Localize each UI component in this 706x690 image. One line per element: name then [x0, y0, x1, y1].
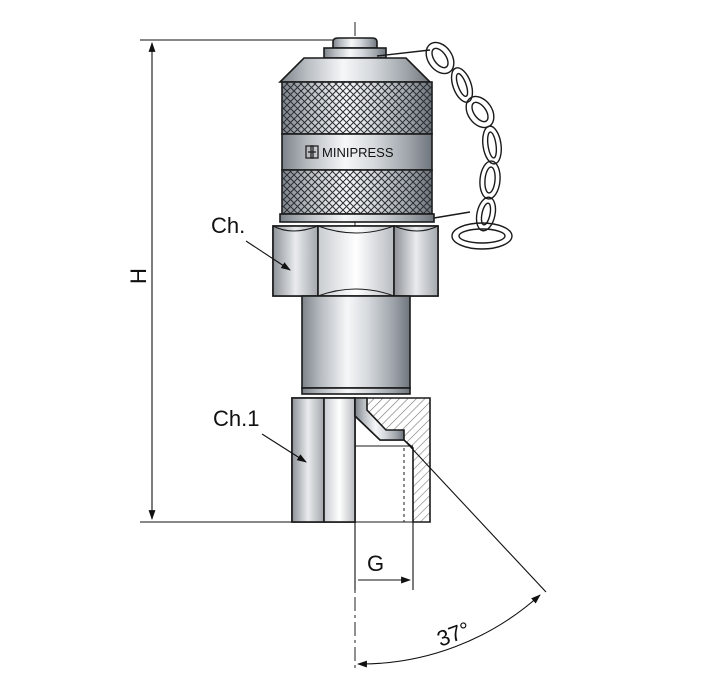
hex-face-right	[393, 225, 439, 297]
knurled-band-lower	[282, 170, 432, 214]
chain-ring	[451, 222, 513, 250]
chain-link	[450, 67, 474, 103]
retaining-chain	[376, 41, 513, 250]
hex-lower-face-left	[291, 397, 325, 523]
leader-hex-upper	[245, 240, 291, 271]
label-hex-upper: Ch.	[211, 213, 245, 238]
cap-nub	[323, 37, 387, 59]
hex-face-left	[272, 225, 319, 297]
hex-face-middle	[317, 225, 395, 297]
leader-hex-lower	[261, 433, 307, 463]
chain-link	[425, 41, 455, 75]
extension-line-angle	[403, 439, 547, 593]
callout-hex-lower: Ch.1	[213, 406, 307, 463]
dimension-height: H	[126, 39, 340, 523]
dimension-thread: G	[354, 522, 414, 590]
chain-link	[479, 160, 501, 200]
dust-cap: MINIPRESS	[278, 57, 435, 223]
chain-wire-top	[376, 49, 431, 57]
hex-lower-face-middle	[323, 397, 356, 523]
callout-hex-upper: Ch.	[211, 213, 291, 271]
hex-upper	[272, 225, 439, 297]
chain-link	[482, 125, 502, 165]
dimension-angle: 37°	[357, 439, 547, 668]
dimension-label-angle: 37°	[434, 617, 474, 652]
shank	[301, 295, 411, 395]
dd-logo-icon	[305, 145, 319, 159]
brand-name: MINIPRESS	[322, 145, 394, 160]
knurled-band-upper	[282, 82, 432, 134]
chain-wire-bottom	[433, 211, 471, 219]
dimension-arc-angle	[357, 594, 541, 668]
dimension-label-thread: G	[367, 551, 384, 576]
hex-lower	[291, 397, 431, 523]
chain-link	[475, 196, 497, 232]
label-hex-lower: Ch.1	[213, 406, 259, 431]
chain-link	[465, 95, 495, 129]
dimension-label-height: H	[126, 268, 151, 284]
